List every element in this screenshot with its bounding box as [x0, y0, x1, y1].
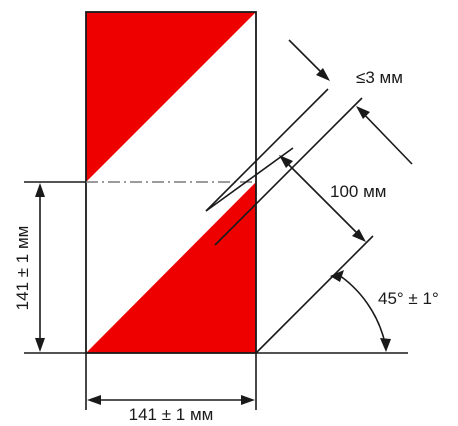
lower-red-stripe [86, 182, 256, 353]
height-dimension [24, 181, 86, 354]
width-label: 141 ± 1 мм [129, 405, 214, 424]
gap-label: ≤3 мм [356, 68, 403, 87]
stripe-pattern [86, 12, 256, 353]
angle-dimension [255, 235, 408, 354]
stripe-width-label: 100 мм [330, 182, 386, 201]
upper-red-stripe [86, 12, 256, 182]
stripe-width-dimension [279, 155, 366, 242]
angle-label: 45° ± 1° [378, 289, 439, 308]
gap-dimension [288, 39, 413, 165]
stripe-edge-extensions [205, 88, 363, 246]
width-dimension [85, 353, 257, 410]
height-label: 141 ± 1 мм [13, 226, 32, 311]
